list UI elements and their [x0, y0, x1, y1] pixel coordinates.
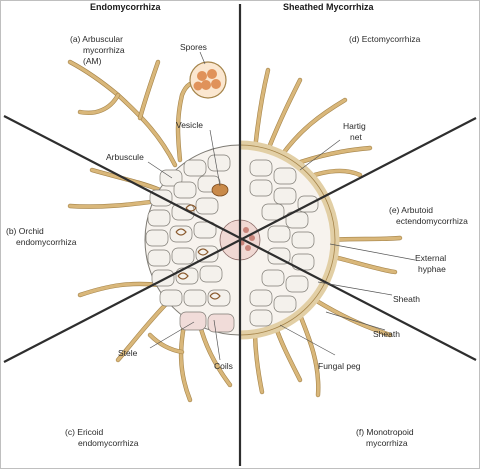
label-arbuscular-line2: mycorrhiza — [83, 45, 125, 55]
label-external-hyphae-line1: External — [415, 253, 446, 263]
label-coils: Coils — [214, 361, 233, 371]
label-arbutoid-line1: (e) Arbutoid — [389, 205, 433, 215]
header-endomycorrhiza: Endomycorrhiza — [90, 2, 162, 12]
label-ectomycorrhiza: (d) Ectomycorrhiza — [349, 34, 421, 44]
label-arbuscular-line1: (a) Arbuscular — [70, 34, 123, 44]
label-arbutoid-line2: ectendomycorrhiza — [396, 216, 468, 226]
label-stele: Stele — [118, 348, 138, 358]
label-ericoid-line1: (c) Ericoid — [65, 427, 104, 437]
label-arbuscular-line3: (AM) — [83, 56, 102, 66]
label-orchid-line1: (b) Orchid — [6, 226, 44, 236]
label-fungal-peg: Fungal peg — [318, 361, 361, 371]
label-ericoid-line2: endomycorrhiza — [78, 438, 139, 448]
label-sheath-2: Sheath — [373, 329, 400, 339]
section-dividers — [3, 4, 477, 466]
label-sheath-1: Sheath — [393, 294, 420, 304]
label-orchid-line2: endomycorrhiza — [16, 237, 77, 247]
label-external-hyphae-line2: hyphae — [418, 264, 446, 274]
vesicle-structure — [211, 183, 229, 197]
root-cross-section — [144, 140, 340, 340]
leader-lines — [147, 51, 416, 361]
label-arbuscule: Arbuscule — [106, 152, 144, 162]
label-hartig-line1: Hartig — [343, 121, 366, 131]
spores-cluster — [189, 61, 227, 99]
cortex-cells-right — [249, 159, 319, 327]
label-monotropoid-line1: (f) Monotropoid — [356, 427, 414, 437]
cortex-cells-left — [145, 154, 235, 333]
header-sheathed-mycorrhiza: Sheathed Mycorrhiza — [283, 2, 375, 12]
label-spores: Spores — [180, 42, 207, 52]
label-monotropoid-line2: mycorrhiza — [366, 438, 408, 448]
label-vesicle: Vesicle — [176, 120, 203, 130]
label-hartig-line2: net — [350, 132, 362, 142]
